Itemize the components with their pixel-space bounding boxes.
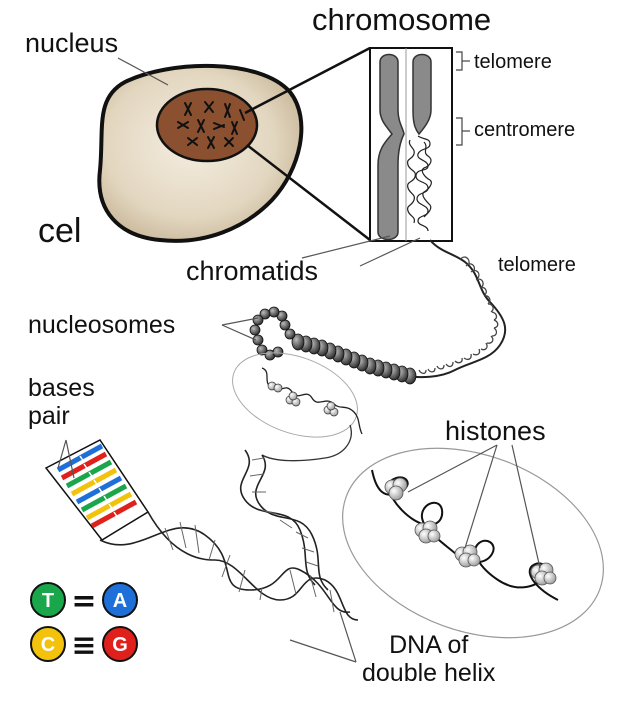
- chromatids-leaders: [301, 235, 421, 267]
- histone-octamers: [384, 477, 557, 586]
- base-a-circle: [102, 582, 138, 618]
- fiber-connector: [261, 424, 352, 462]
- base-g-circle: [102, 626, 138, 662]
- triple-bond-symbol: ≡: [71, 628, 96, 663]
- label-bases-line2: pair: [28, 401, 70, 430]
- chromosome: [377, 53, 432, 241]
- base-t-circle: [30, 582, 66, 618]
- chromosome-brackets: [456, 51, 470, 146]
- coiled-chromatin: [407, 135, 432, 232]
- base-c-letter: C: [41, 634, 55, 656]
- double-helix: [44, 439, 359, 663]
- mini-chromosomes: [177, 101, 245, 149]
- double-bond-symbol: =: [71, 584, 96, 619]
- beads-on-string-view: [232, 352, 363, 438]
- label-telomere-mid: telomere: [498, 254, 576, 276]
- nucleosomes-leaders: [221, 317, 259, 341]
- nucleosome-beads: [249, 306, 296, 361]
- label-dna-double-helix: DNA of double helix: [362, 631, 496, 687]
- label-chromatids: chromatids: [186, 256, 319, 286]
- nucleus-leader-line: [117, 57, 169, 86]
- label-nucleus: nucleus: [25, 28, 119, 58]
- label-nucleosomes: nucleosomes: [28, 311, 176, 339]
- label-dna-line1: DNA of: [389, 631, 469, 659]
- base-a-letter: A: [113, 590, 127, 612]
- label-telomere-top: telomere: [474, 51, 552, 73]
- solenoid-fiber: [291, 333, 417, 385]
- label-histones: histones: [445, 416, 546, 446]
- histones-leaders: [407, 444, 541, 569]
- label-cell: cel: [38, 212, 82, 250]
- base-pair-c-g: C ≡ G: [30, 626, 138, 663]
- base-c-circle: [30, 626, 66, 662]
- label-dna-line2: double helix: [362, 658, 496, 687]
- zoom-line-top: [244, 46, 371, 115]
- base-pair-key: T = A C ≡ G: [30, 582, 138, 663]
- base-t-letter: T: [42, 590, 54, 612]
- histones-view: [342, 447, 604, 639]
- base-pair-t-a: T = A: [30, 582, 138, 619]
- label-centromere: centromere: [474, 119, 576, 141]
- nucleus: [155, 87, 259, 163]
- base-g-letter: G: [112, 634, 128, 656]
- zoom-line-bottom: [246, 144, 371, 241]
- label-bases-line1: bases: [28, 374, 95, 402]
- label-bases-pair: bases pair: [28, 374, 95, 430]
- label-chromosome: chromosome: [312, 2, 492, 37]
